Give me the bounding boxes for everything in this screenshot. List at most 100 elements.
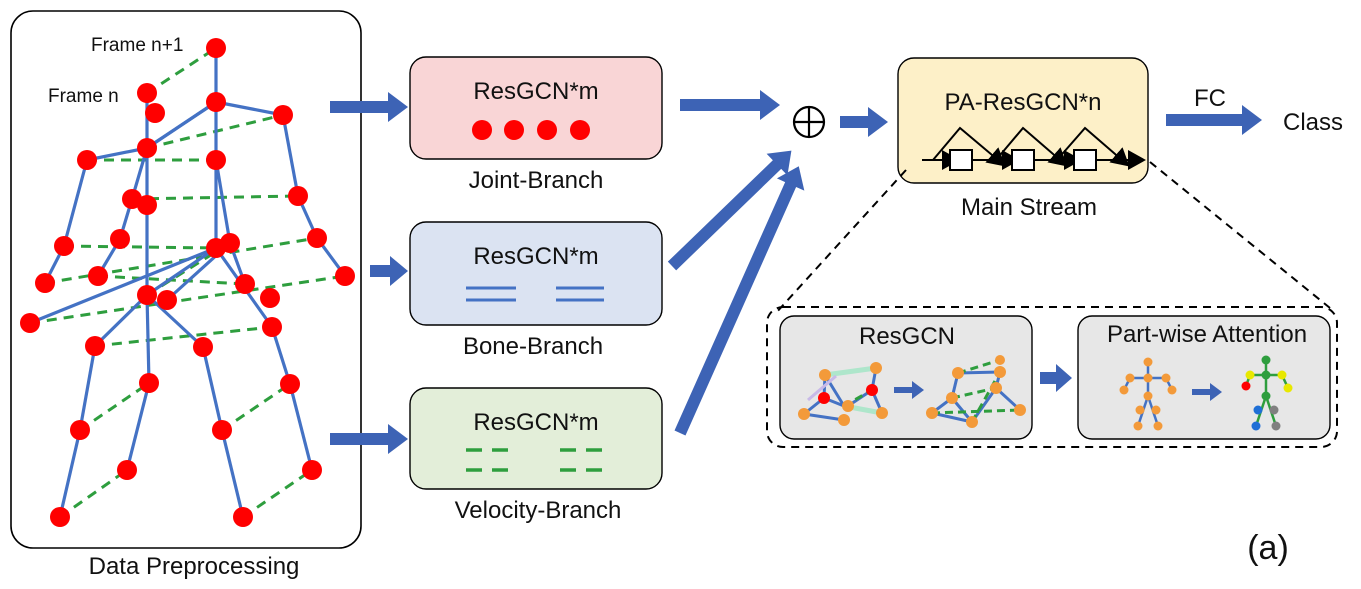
arrow-main-to-class	[1166, 105, 1262, 135]
resgcn-detail-box: ResGCN	[779, 315, 1033, 440]
joint-node	[206, 238, 226, 258]
joint-node	[206, 38, 226, 58]
resgcn-graph-before	[798, 362, 888, 426]
joint-node	[260, 288, 280, 308]
bone-branch: ResGCN*m Bone-Branch	[409, 221, 663, 360]
bone-branch-caption: Bone-Branch	[463, 333, 603, 360]
joint-node	[137, 195, 157, 215]
joint-node	[273, 105, 293, 125]
joint-node	[70, 420, 90, 440]
joint-node	[206, 150, 226, 170]
attention-inner-arrow	[1192, 383, 1222, 401]
bone-edge	[146, 100, 217, 150]
joint-node	[77, 150, 97, 170]
skeleton-part-weighted	[1241, 355, 1293, 431]
joint-node	[88, 266, 108, 286]
joint-branch: ResGCN*m Joint-Branch	[409, 56, 663, 194]
joint-node	[212, 420, 232, 440]
temporal-edge	[131, 194, 299, 201]
joint-node	[54, 236, 74, 256]
joint-node	[85, 336, 105, 356]
main-stream-title: PA-ResGCN*n	[945, 89, 1102, 116]
bone-branch-box	[409, 221, 663, 326]
joint-branch-box	[409, 56, 663, 160]
joint-dots-glyph	[472, 120, 590, 140]
joint-node	[307, 228, 327, 248]
resgcn-inner-arrow	[894, 381, 924, 399]
joint-node	[137, 138, 157, 158]
resgcn-detail-title: ResGCN	[859, 323, 955, 350]
velocity-branch: ResGCN*m Velocity-Branch	[409, 387, 663, 524]
joint-node	[262, 317, 282, 337]
bone-edge	[93, 293, 149, 348]
joint-node	[139, 373, 159, 393]
fc-label: FC	[1194, 85, 1226, 112]
velocity-dashes-glyph	[466, 448, 608, 472]
temporal-edge	[221, 382, 291, 432]
velocity-branch-title: ResGCN*m	[473, 409, 598, 436]
detail-zoom-guides	[766, 161, 1338, 448]
bone-edge	[145, 293, 205, 349]
joint-node	[122, 189, 142, 209]
main-stream-caption: Main Stream	[961, 194, 1097, 221]
joint-node	[280, 374, 300, 394]
residual-blocks-glyph	[922, 126, 1146, 171]
joint-node	[235, 274, 255, 294]
joint-node	[20, 313, 40, 333]
class-label: Class	[1283, 109, 1343, 136]
temporal-edge	[29, 274, 346, 325]
arrow-to-velocity-branch	[330, 424, 408, 454]
bone-edge	[125, 382, 151, 471]
arrow-velocity-to-fusion	[674, 166, 805, 436]
joint-node	[206, 92, 226, 112]
bone-edge	[220, 429, 245, 518]
attention-detail-title: Part-wise Attention	[1107, 321, 1307, 348]
resgcn-graph-after	[926, 355, 1026, 428]
bone-edge	[58, 429, 82, 518]
joint-node	[302, 460, 322, 480]
main-stream: PA-ResGCN*n Main Stream	[897, 57, 1149, 221]
detail-dashed-frame	[766, 306, 1338, 448]
frame-n1-label: Frame n+1	[91, 35, 183, 56]
joint-node	[35, 273, 55, 293]
bone-edge	[78, 345, 97, 431]
bone-edge	[146, 246, 217, 297]
bone-lines-glyph	[466, 286, 604, 302]
bone-edge	[145, 294, 151, 384]
joint-node	[117, 460, 137, 480]
bone-edge	[29, 246, 217, 325]
bone-edge	[62, 159, 89, 247]
joint-node	[110, 229, 130, 249]
bone-edge	[288, 383, 314, 471]
fusion-sum-symbol	[792, 105, 826, 139]
temporal-edge	[242, 468, 313, 519]
arrow-to-bone-branch	[370, 256, 408, 286]
data-preprocessing-label: Data Preprocessing	[89, 553, 300, 580]
joint-node	[157, 290, 177, 310]
bone-branch-title: ResGCN*m	[473, 243, 598, 270]
joint-node	[137, 285, 157, 305]
velocity-branch-box	[409, 387, 663, 490]
bone-edge	[201, 346, 224, 431]
joint-branch-caption: Joint-Branch	[469, 167, 604, 194]
skeleton-sequence-figure	[20, 38, 355, 527]
arrow-bone-to-fusion	[667, 150, 792, 271]
arrow-to-joint-branch	[330, 92, 408, 122]
temporal-edge	[79, 381, 150, 432]
velocity-branch-caption: Velocity-Branch	[455, 497, 622, 524]
fusion-arrows	[667, 90, 805, 436]
bone-edge	[281, 114, 300, 197]
bone-edge	[86, 146, 148, 162]
arrow-fusion-to-main	[840, 107, 888, 137]
joint-node	[193, 337, 213, 357]
frame-n-label: Frame n	[48, 86, 119, 107]
arrow-resgcn-to-attention	[1040, 364, 1072, 392]
joint-node	[145, 103, 165, 123]
joint-node	[50, 507, 70, 527]
joint-node	[233, 507, 253, 527]
joint-node	[288, 186, 308, 206]
panel-label: (a)	[1247, 529, 1289, 567]
joint-node	[335, 266, 355, 286]
data-preprocessing-panel: Frame n+1 Frame n	[10, 10, 362, 549]
